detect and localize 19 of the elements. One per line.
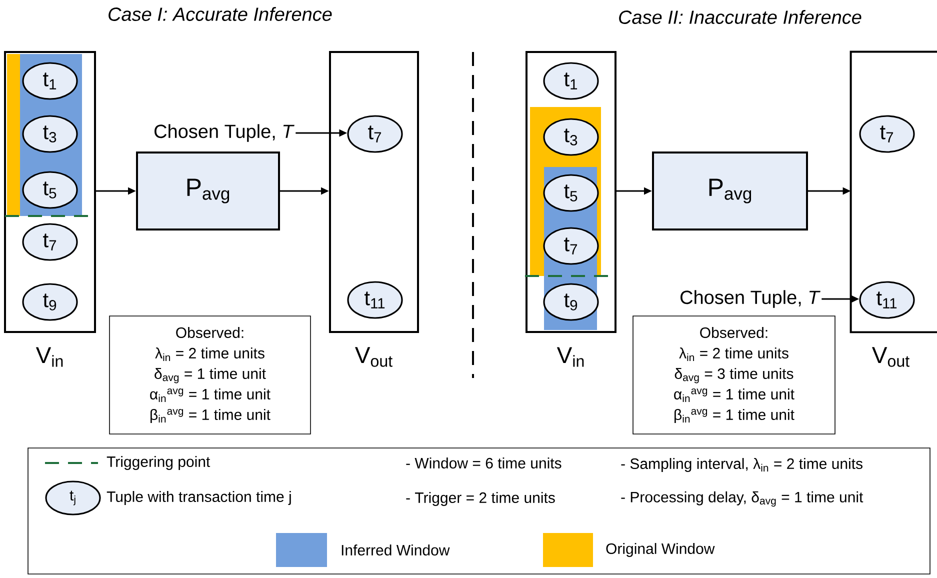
observed-box: Observed: λ$_{in}$ = 2 time units δ$_{avg}$ = 3 time units α$_{in}$$^{avg}$ = 1 time unit β$_{in}$$^{avg}$ = 1 time unit [632,316,836,434]
legend-label: Tuple with transaction time j [106,491,291,505]
parameter-note: - Trigger = 2 time units [406,492,555,506]
case-title: Case II: Inaccurate Inference [619,10,862,24]
chosen-tuple-label: Chosen Tuple, T [154,124,294,142]
legend-label: Inferred Window [342,544,450,556]
legend-label: Original Window [606,543,715,557]
node-label: V$_{in}$ [556,347,584,367]
legend-label: Triggering point [106,456,210,470]
node-label: V$_{out}$ [354,347,392,367]
node-label: V$_{in}$ [36,347,63,367]
parameter-note: - Window = 6 time units [406,457,562,468]
parameter-note: - Processing delay, δ$_{avg}$ = 1 time unit [621,491,864,507]
case-title: Case I: Accurate Inference [108,7,332,21]
parameter-note: - Sampling interval, λ$_{in}$ = 2 time units [621,458,862,472]
operator-box: P$_{avg}$ [136,152,280,230]
observed-box: Observed: λ$_{in}$ = 2 time units δ$_{avg}$ = 1 time unit α$_{in}$$^{avg}$ = 1 time unit β$_{in}$$^{avg}$ = 1 time unit [109,316,311,434]
chosen-tuple-label: Chosen Tuple, T [680,290,820,308]
operator-box: P$_{avg}$ [652,152,808,230]
